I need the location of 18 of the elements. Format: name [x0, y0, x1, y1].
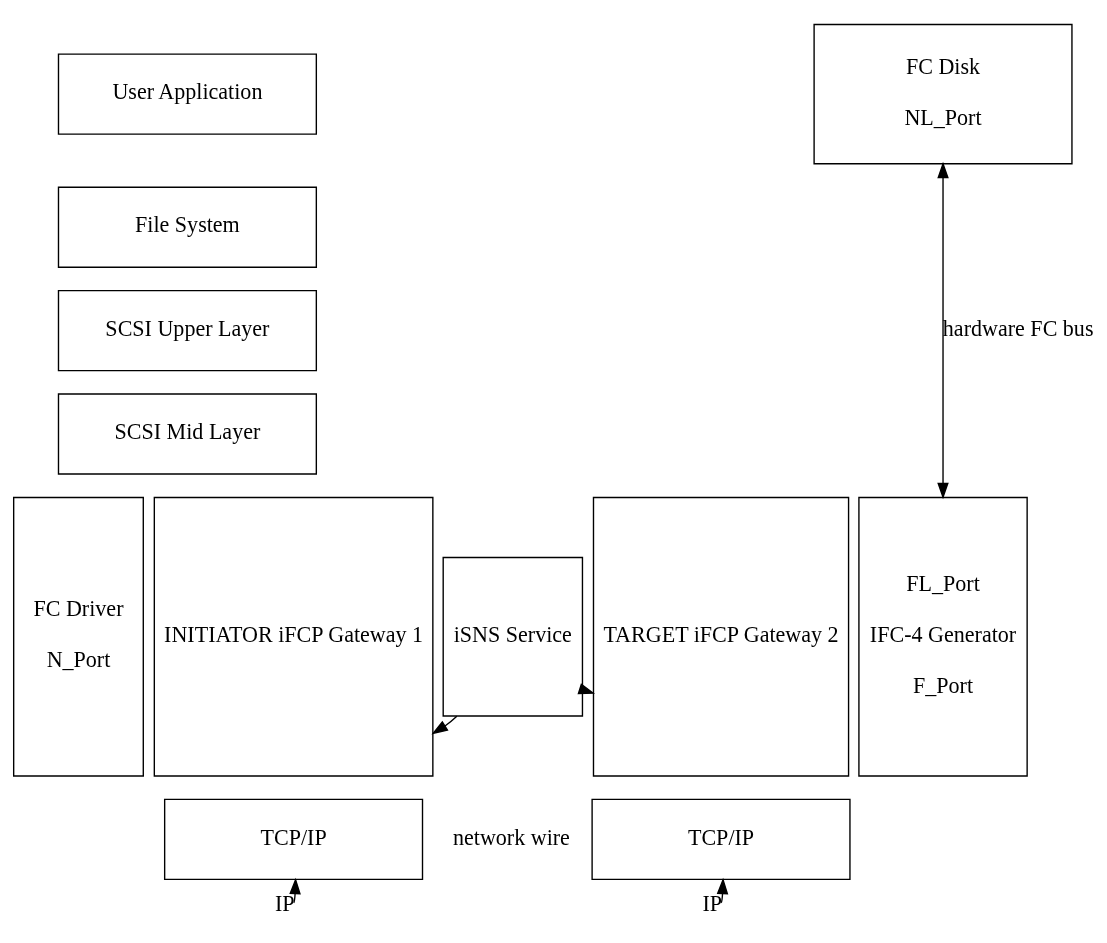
node-box: SCSI Upper Layer: [57, 289, 318, 372]
arrow: [431, 715, 458, 735]
node-box: INITIATOR iFCP Gateway 1: [153, 496, 434, 777]
node-box: TCP/IP: [591, 798, 851, 881]
node-box: TARGET iFCP Gateway 2: [592, 496, 850, 777]
node-box: File System: [57, 186, 318, 268]
node-box: SCSI Mid Layer: [57, 393, 318, 475]
node-box: User Application: [57, 53, 318, 135]
node-box: FC Disk NL_Port: [813, 23, 1073, 165]
node-box: FL_Port IFC-4 Generator F_Port: [858, 496, 1028, 777]
arrow: [289, 877, 301, 904]
label: network wire: [452, 824, 570, 850]
node-box: TCP/IP: [163, 798, 424, 881]
arrow: [577, 683, 596, 695]
arrow: [937, 161, 949, 500]
edge-label: IP: [702, 891, 723, 917]
node-box: FC Driver N_Port: [13, 496, 144, 777]
edge-label: IP: [274, 891, 295, 917]
